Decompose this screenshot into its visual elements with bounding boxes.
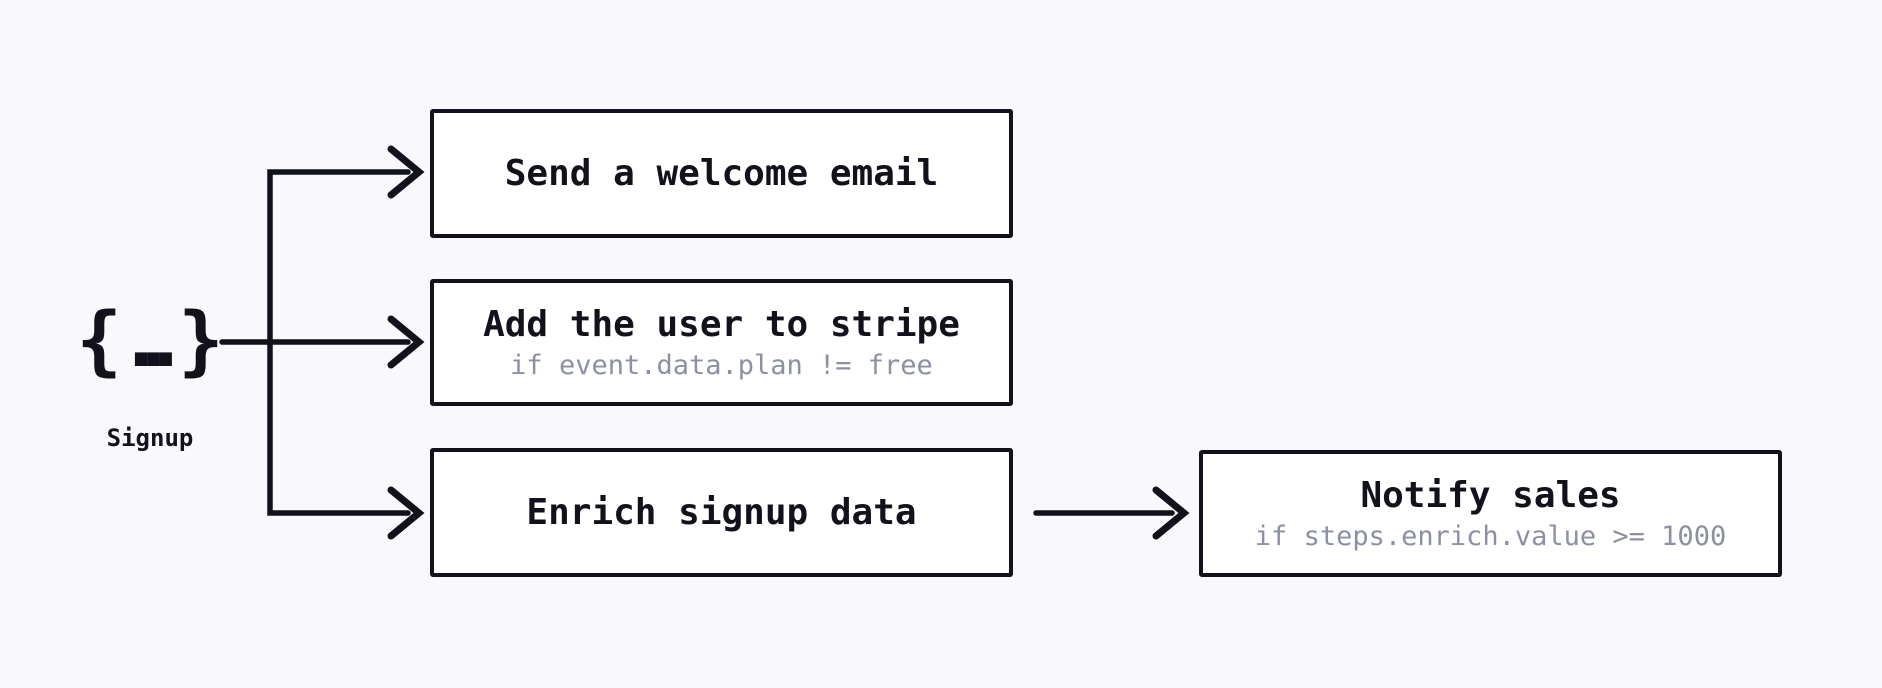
ellipsis: ...: [118, 294, 188, 384]
step-card-add-user-to-stripe: Add the user to stripe if event.data.pla…: [430, 279, 1013, 406]
step-title: Notify sales: [1360, 475, 1621, 517]
step-condition: if steps.enrich.value >= 1000: [1254, 520, 1727, 552]
step-title: Add the user to stripe: [483, 304, 960, 346]
arrowhead-to-welcome-icon: [387, 145, 425, 199]
event-payload-braces-icon: {...}: [75, 282, 225, 397]
arrowhead-to-enrich-icon: [387, 486, 425, 540]
step-card-send-welcome-email: Send a welcome email: [430, 109, 1013, 238]
brace-close: }: [177, 294, 224, 384]
step-title: Enrich signup data: [526, 491, 917, 533]
step-title: Send a welcome email: [504, 152, 939, 194]
arrowhead-to-notify-icon: [1152, 486, 1190, 540]
step-card-notify-sales: Notify sales if steps.enrich.value >= 10…: [1199, 450, 1782, 577]
trigger-event-label: Signup: [106, 424, 194, 452]
arrowhead-to-stripe-icon: [387, 315, 425, 369]
step-card-enrich-signup-data: Enrich signup data: [430, 448, 1013, 577]
step-condition: if event.data.plan != free: [510, 349, 933, 381]
brace-open: {: [76, 294, 123, 384]
arrow-branch-trunk: [267, 169, 411, 516]
